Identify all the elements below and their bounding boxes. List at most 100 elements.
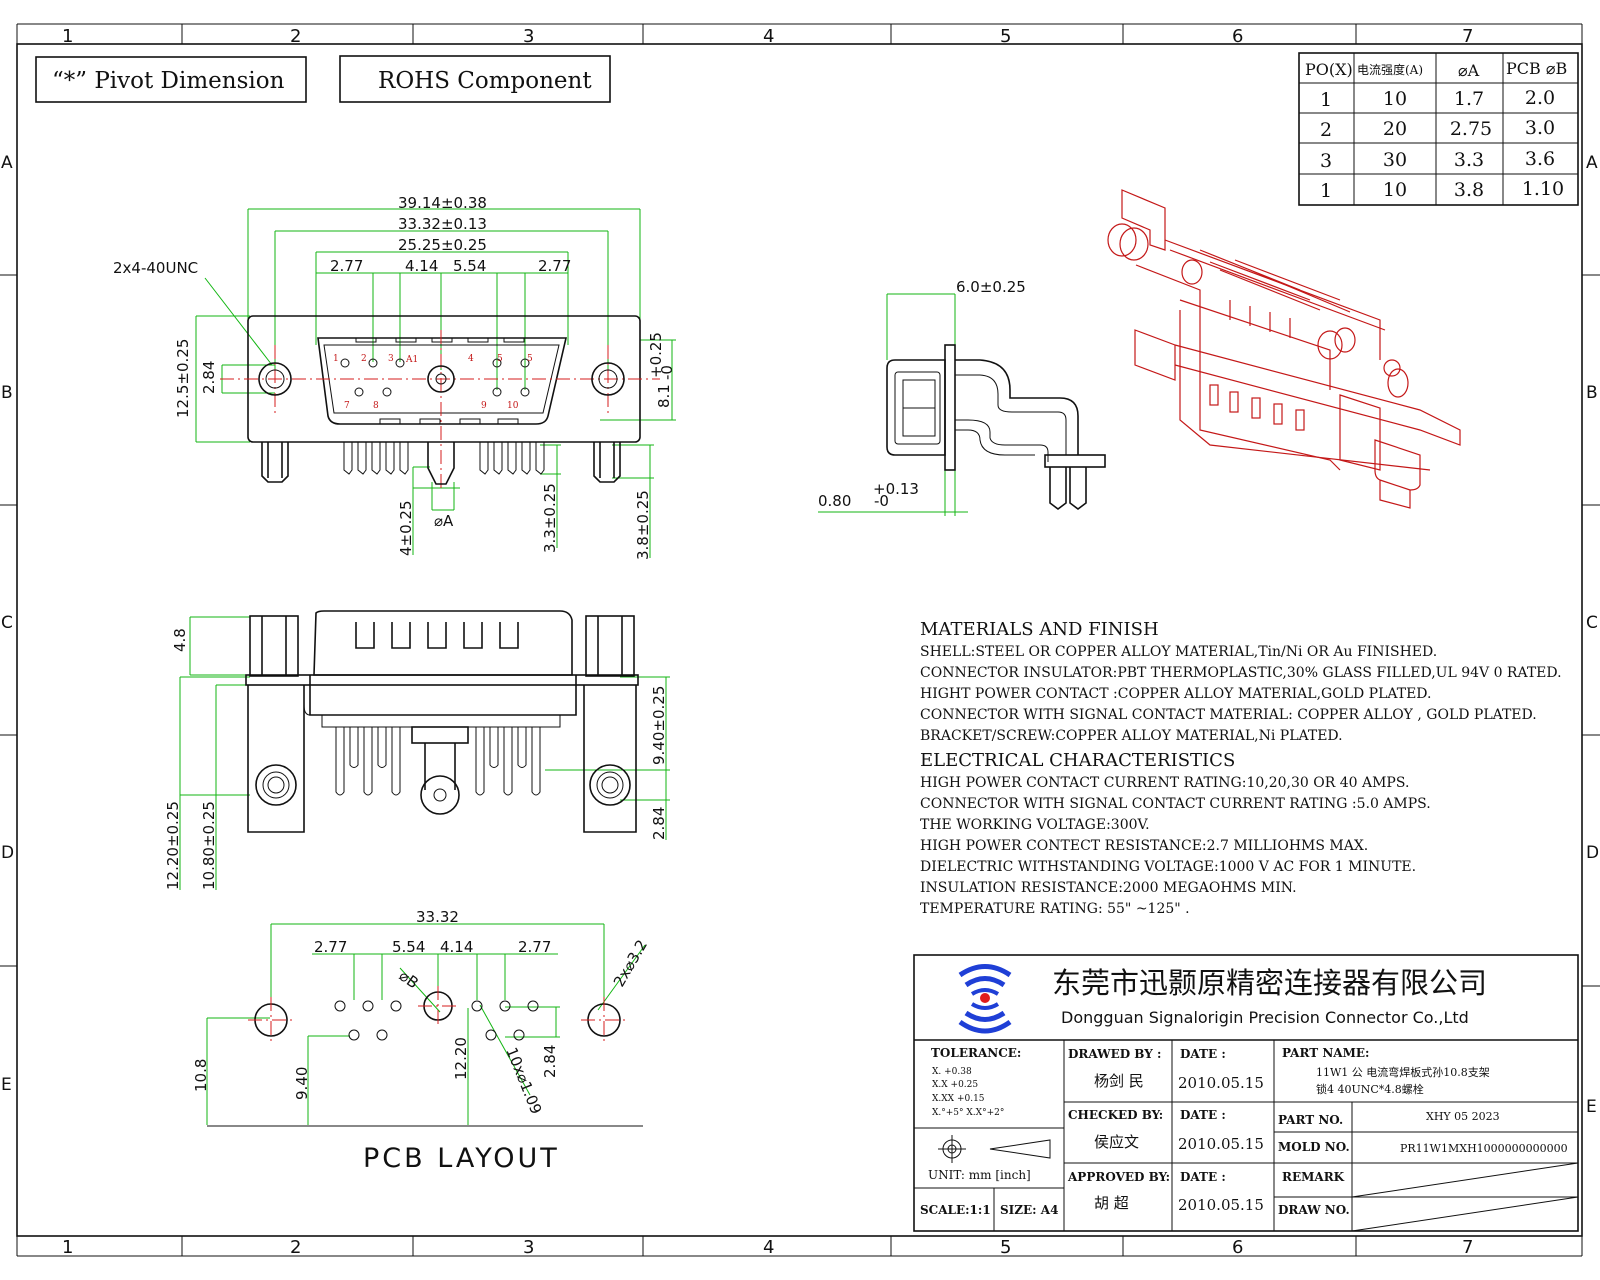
spec-table: PO(X) 电流强度(A) ⌀A PCB ⌀B 1 10 1.7 2.0 2 2… bbox=[1298, 52, 1579, 206]
materials-line: SHELL:STEEL OR COPPER ALLOY MATERIAL,Tin… bbox=[920, 644, 1437, 660]
projection-symbol-icon bbox=[938, 1135, 1051, 1163]
dim-p1: 2.77 bbox=[330, 257, 363, 275]
date-checked: 2010.05.15 bbox=[1178, 1135, 1264, 1153]
pcb-mount-hole-right bbox=[581, 997, 627, 1043]
col-label: 5 bbox=[1000, 1237, 1011, 1258]
col-label: 6 bbox=[1232, 26, 1243, 47]
dim-offset: 2.84 bbox=[200, 361, 218, 394]
row-label: A bbox=[1, 153, 13, 173]
approved-by: 胡 超 bbox=[1094, 1194, 1129, 1212]
row-label: C bbox=[1, 613, 13, 633]
dim-p4: 2.77 bbox=[538, 257, 571, 275]
part-name-label: PART NAME: bbox=[1282, 1046, 1369, 1060]
col-label: 1 bbox=[62, 26, 73, 47]
right-screw-boss bbox=[591, 362, 625, 396]
spec-cell: 20 bbox=[1383, 118, 1407, 140]
dim-height: 12.5±0.25 bbox=[174, 339, 192, 418]
spec-cell: 1 bbox=[1320, 180, 1332, 202]
row-label: E bbox=[1586, 1097, 1597, 1117]
materials-line: CONNECTOR INSULATOR:PBT THERMOPLASTIC,30… bbox=[920, 665, 1562, 681]
pcb-dim-phi-b: ⌀B bbox=[396, 967, 422, 993]
drawn-by-label: DRAWED BY : bbox=[1068, 1047, 1161, 1061]
tolerance-line: X.°+5° X.X°+2° bbox=[932, 1108, 1004, 1118]
pin-label: 4 bbox=[468, 354, 474, 364]
dim-thick-up: +0.13 bbox=[873, 480, 919, 498]
pcb-dim-p4: 2.77 bbox=[518, 938, 551, 956]
pivot-dimension-box: “*” Pivot Dimension bbox=[35, 56, 307, 103]
pcb-dim-v3: 12.20 bbox=[452, 1037, 470, 1080]
pin-label: 2 bbox=[361, 354, 367, 364]
spec-cell: 3 bbox=[1320, 150, 1332, 172]
sheet-frame: 1 2 3 4 5 6 7 1 2 3 4 5 6 7 A B C D E A … bbox=[0, 23, 1600, 1258]
electrical-line: DIELECTRIC WITHSTANDING VOLTAGE:1000 V A… bbox=[920, 859, 1416, 875]
dim-pin-len: 4±0.25 bbox=[397, 500, 415, 556]
spec-header: ⌀A bbox=[1458, 61, 1480, 80]
left-screw-boss bbox=[258, 362, 292, 396]
spec-cell: 3.8 bbox=[1454, 179, 1484, 201]
pcb-dim-p1: 2.77 bbox=[314, 938, 347, 956]
col-label: 2 bbox=[290, 1237, 301, 1258]
pin-label: 1 bbox=[333, 354, 339, 364]
spec-header: PCB ⌀B bbox=[1506, 59, 1567, 78]
pivot-dimension-text: “*” Pivot Dimension bbox=[52, 68, 285, 94]
dim-h3: 2.84 bbox=[650, 807, 668, 840]
checked-by: 侯应文 bbox=[1094, 1133, 1139, 1151]
electrical-line: THE WORKING VOLTAGE:300V. bbox=[920, 817, 1150, 833]
title-block: 东莞市迅颢原精密连接器有限公司 Dongguan Signalorigin Pr… bbox=[913, 954, 1579, 1232]
materials-line: BRACKET/SCREW:COPPER ALLOY MATERIAL,Ni P… bbox=[920, 728, 1343, 744]
dim-h4: 12.20±0.25 bbox=[164, 801, 182, 890]
part-no-label: PART NO. bbox=[1278, 1113, 1343, 1127]
date-label: DATE : bbox=[1180, 1108, 1226, 1122]
date-drawn: 2010.05.15 bbox=[1178, 1074, 1264, 1092]
dim-thick-dn: -0 bbox=[874, 492, 889, 510]
date-label: DATE : bbox=[1180, 1170, 1226, 1184]
spec-cell: 2 bbox=[1320, 119, 1332, 141]
materials-line: HIGHT POWER CONTACT :COPPER ALLOY MATERI… bbox=[920, 686, 1431, 702]
tolerance-label: TOLERANCE: bbox=[931, 1046, 1021, 1060]
col-label: 5 bbox=[1000, 26, 1011, 47]
dim-h1: 4.8 bbox=[171, 628, 189, 652]
row-label: B bbox=[1586, 383, 1598, 403]
pcb-dim-pitch: 33.32 bbox=[416, 908, 459, 926]
pcb-dim-v2: 9.40 bbox=[293, 1067, 311, 1100]
materials-notes: MATERIALS AND FINISH SHELL:STEEL OR COPP… bbox=[920, 619, 1562, 917]
tolerance-line: X.X +0.25 bbox=[932, 1080, 978, 1090]
spec-cell: 1.7 bbox=[1454, 88, 1484, 110]
checked-by-label: CHECKED BY: bbox=[1068, 1108, 1163, 1122]
unit-label: UNIT: mm [inch] bbox=[928, 1168, 1031, 1182]
company-logo-icon bbox=[958, 964, 1012, 1034]
electrical-heading: ELECTRICAL CHARACTERISTICS bbox=[920, 750, 1235, 771]
pcb-power-hole bbox=[418, 986, 458, 1026]
col-label: 2 bbox=[290, 26, 301, 47]
side-view: 6.0±0.25 0.80 +0.13 -0 bbox=[818, 278, 1106, 516]
pcb-layout-view: 33.32 2.77 5.54 4.14 2.77 ⌀B 2x⌀3.2 10x⌀… bbox=[192, 908, 651, 1174]
pin-label: 3 bbox=[388, 354, 394, 364]
row-label: C bbox=[1586, 613, 1598, 633]
col-label: 1 bbox=[62, 1237, 73, 1258]
part-no: XHY 05 2023 bbox=[1426, 1110, 1500, 1123]
spec-cell: 10 bbox=[1383, 179, 1407, 201]
pin-label: A1 bbox=[405, 355, 418, 365]
company-name-en: Dongguan Signalorigin Precision Connecto… bbox=[1061, 1008, 1469, 1027]
spec-cell: 3.6 bbox=[1525, 148, 1555, 170]
dim-h2: 9.40±0.25 bbox=[650, 686, 668, 765]
dim-tail-a: 3.3±0.25 bbox=[541, 483, 559, 553]
row-label: D bbox=[1586, 843, 1599, 863]
front-shell bbox=[317, 337, 568, 425]
pin-label: 7 bbox=[344, 401, 350, 411]
connector-3d-view bbox=[1107, 189, 1461, 509]
mold-no-label: MOLD NO. bbox=[1278, 1140, 1350, 1154]
pcb-dim-mount: 2x⌀3.2 bbox=[610, 937, 651, 990]
scale-label: SCALE:1:1 bbox=[920, 1203, 991, 1217]
dim-thread: 2x4-40UNC bbox=[113, 259, 198, 277]
pin-label: 10 bbox=[507, 401, 519, 411]
approved-by-label: APPROVED BY: bbox=[1067, 1170, 1170, 1184]
dim-right: 8.1 bbox=[655, 384, 673, 408]
pin-label: 5 bbox=[497, 354, 503, 364]
spec-header: 电流强度(A) bbox=[1357, 62, 1423, 77]
col-label: 7 bbox=[1462, 26, 1473, 47]
front-view: 39.14±0.38 33.32±0.13 25.25±0.25 2.77 4.… bbox=[113, 194, 676, 560]
pcb-dim-p2: 5.54 bbox=[392, 938, 425, 956]
col-label: 4 bbox=[763, 1237, 774, 1258]
